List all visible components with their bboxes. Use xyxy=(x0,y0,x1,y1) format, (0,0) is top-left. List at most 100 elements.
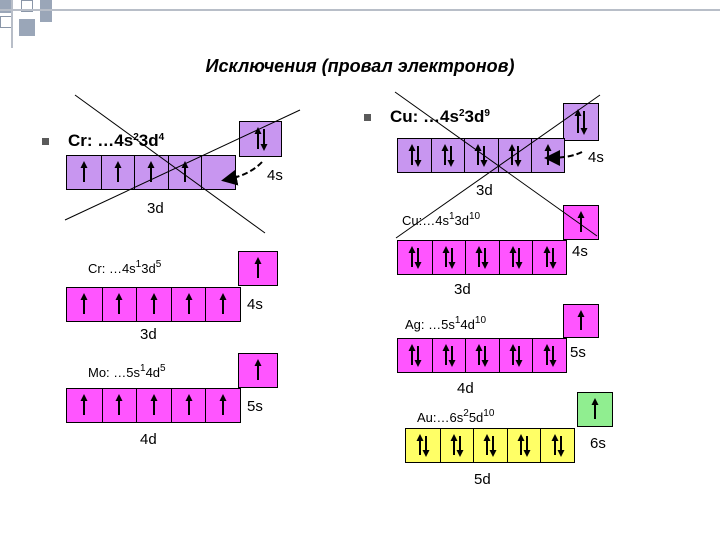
cr-ground-d-orbital-cell xyxy=(67,156,101,189)
cr-excited-4s-label: 4s xyxy=(247,296,263,313)
cu-ground-s-orbital-cell xyxy=(564,104,598,140)
cu-ground-config: Cu: …4s23d9 xyxy=(390,107,490,126)
cu-cross-line xyxy=(394,91,598,237)
mo-d-orbital-cell xyxy=(170,389,206,422)
mo-d-orbital-cell xyxy=(136,389,171,422)
cr-excited-config: Cr: …4s13d5 xyxy=(88,259,162,276)
cu-ground-4s-orbital xyxy=(563,103,599,141)
cu-excited-d-orbital-cell xyxy=(398,241,432,274)
ag-s-orbital-cell xyxy=(564,305,598,337)
mo-config: Mo: …5s14d5 xyxy=(88,363,166,380)
electron-pair-arrows xyxy=(509,246,523,269)
cr-excited-3d-label: 3d xyxy=(140,326,157,343)
cu-excited-d-orbital-cell xyxy=(465,241,499,274)
electron-spin-arrow xyxy=(577,211,585,232)
ag-4d-label: 4d xyxy=(457,380,474,397)
corner-square xyxy=(40,0,52,22)
cr-excited-d-orbital-cell xyxy=(136,288,171,321)
cu-excited-3d-label: 3d xyxy=(454,281,471,298)
electron-spin-arrow xyxy=(254,359,262,380)
electron-pair-arrows xyxy=(543,344,557,367)
cr-ground-d-orbital-cell xyxy=(167,156,202,189)
electron-pair-arrows xyxy=(474,144,488,167)
electron-spin-arrow xyxy=(115,394,123,415)
electron-pair-arrows xyxy=(543,246,557,269)
electron-spin-arrow xyxy=(114,161,122,182)
electron-spin-arrow xyxy=(185,394,193,415)
mo-d-orbital-cell xyxy=(205,389,240,422)
cr-ground-d-orbital-cell xyxy=(134,156,168,189)
electron-pair-arrows xyxy=(441,144,455,167)
mo-4d-orbitals xyxy=(66,388,241,423)
electron-pair-arrows xyxy=(408,144,422,167)
electron-spin-arrow xyxy=(80,293,88,314)
cr-transfer-arrow xyxy=(221,161,263,186)
electron-pair-arrows xyxy=(442,344,456,367)
mo-d-orbital-cell xyxy=(101,389,137,422)
electron-spin-arrow xyxy=(150,394,158,415)
au-d-orbital-cell xyxy=(506,429,541,462)
cu-ground-3d-orbitals xyxy=(397,138,565,173)
au-s-orbital-cell xyxy=(578,393,612,426)
cr-ground-3d-label: 3d xyxy=(147,200,164,217)
electron-pair-arrows xyxy=(508,144,522,167)
cu-ground-d-orbital-cell xyxy=(464,139,498,172)
ag-4d-orbitals xyxy=(397,338,567,373)
electron-pair-arrows xyxy=(408,246,422,269)
au-5d-orbitals xyxy=(405,428,575,463)
cu-excited-s-orbital-cell xyxy=(564,206,598,239)
cr-cross-line xyxy=(74,94,266,234)
cr-excited-3d-orbitals xyxy=(66,287,241,322)
left-rule xyxy=(11,0,13,48)
au-d-orbital-cell xyxy=(473,429,507,462)
cr-cross-line xyxy=(64,109,301,221)
electron-pair-arrows xyxy=(517,434,531,457)
electron-spin-arrow xyxy=(185,293,193,314)
electron-spin-arrow xyxy=(147,161,155,182)
cu-excited-d-orbital-cell xyxy=(532,241,566,274)
cr-excited-d-orbital-cell xyxy=(205,288,240,321)
electron-pair-arrows xyxy=(254,127,267,151)
bullet-cr xyxy=(42,138,49,145)
cr-ground-d-orbital-cell xyxy=(100,156,135,189)
mo-s-orbital-cell xyxy=(239,354,277,387)
ag-d-orbital-cell xyxy=(398,339,432,372)
mo-d-orbital-cell xyxy=(67,389,102,422)
cu-ground-4s-label: 4s xyxy=(588,149,604,166)
ag-d-orbital-cell xyxy=(465,339,499,372)
cr-ground-3d-orbitals xyxy=(66,155,236,190)
au-d-orbital-cell xyxy=(439,429,474,462)
corner-square xyxy=(19,19,35,36)
ag-5s-label: 5s xyxy=(570,344,586,361)
ag-d-orbital-cell xyxy=(532,339,566,372)
electron-spin-arrow xyxy=(219,394,227,415)
electron-pair-arrows xyxy=(408,344,422,367)
ag-d-orbital-cell xyxy=(498,339,533,372)
electron-pair-arrows xyxy=(574,109,588,135)
cu-excited-d-orbital-cell xyxy=(498,241,533,274)
cr-excited-d-orbital-cell xyxy=(101,288,137,321)
cu-excited-4s-orbital xyxy=(563,205,599,240)
electron-spin-arrow xyxy=(80,161,88,182)
electron-pair-arrows xyxy=(416,434,430,457)
electron-spin-arrow xyxy=(591,398,599,419)
cu-excited-3d-orbitals xyxy=(397,240,567,275)
electron-pair-arrows xyxy=(509,344,523,367)
au-5d-label: 5d xyxy=(474,471,491,488)
top-rule xyxy=(0,9,720,11)
au-d-orbital-cell xyxy=(540,429,574,462)
cu-excited-config: Cu:…4s13d10 xyxy=(402,211,481,228)
cu-excited-4s-label: 4s xyxy=(572,243,588,260)
electron-pair-arrows xyxy=(442,246,456,269)
cu-cross-line xyxy=(395,94,601,239)
au-6s-label: 6s xyxy=(590,435,606,452)
cu-excited-d-orbital-cell xyxy=(431,241,466,274)
cu-ground-d-orbital-cell xyxy=(431,139,465,172)
bullet-cu xyxy=(364,114,371,121)
cr-excited-4s-orbital xyxy=(238,251,278,286)
au-6s-orbital xyxy=(577,392,613,427)
electron-spin-arrow xyxy=(577,310,585,330)
cr-ground-s-orbital-cell xyxy=(240,122,281,156)
electron-spin-arrow xyxy=(254,257,262,278)
